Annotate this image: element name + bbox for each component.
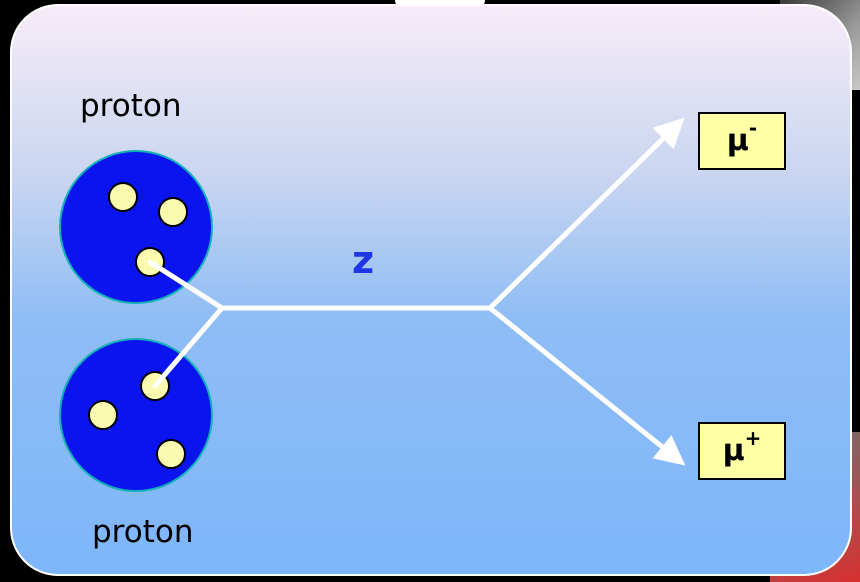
muon-plus-charge: +	[744, 426, 762, 450]
proton-top-label: proton	[80, 88, 182, 124]
proton-top	[59, 150, 213, 304]
proton-bottom	[59, 338, 213, 492]
muon-minus-symbol: μ	[726, 123, 749, 158]
muon-plus-box: μ+	[698, 422, 786, 480]
outgoing-muon-line-top	[488, 117, 685, 310]
muon-minus-charge: -	[748, 116, 758, 140]
quark	[108, 182, 138, 212]
quark	[88, 400, 118, 430]
quark	[156, 439, 186, 469]
incoming-quark-line-bottom	[152, 305, 225, 389]
incoming-quark-line-top	[147, 259, 225, 311]
proton-bottom-label: proton	[92, 514, 194, 550]
boson-label: z	[352, 238, 375, 282]
muon-plus-symbol: μ	[722, 433, 745, 468]
quark	[158, 197, 188, 227]
muon-minus-box: μ-	[698, 112, 786, 170]
outgoing-muon-line-bottom	[488, 306, 686, 466]
